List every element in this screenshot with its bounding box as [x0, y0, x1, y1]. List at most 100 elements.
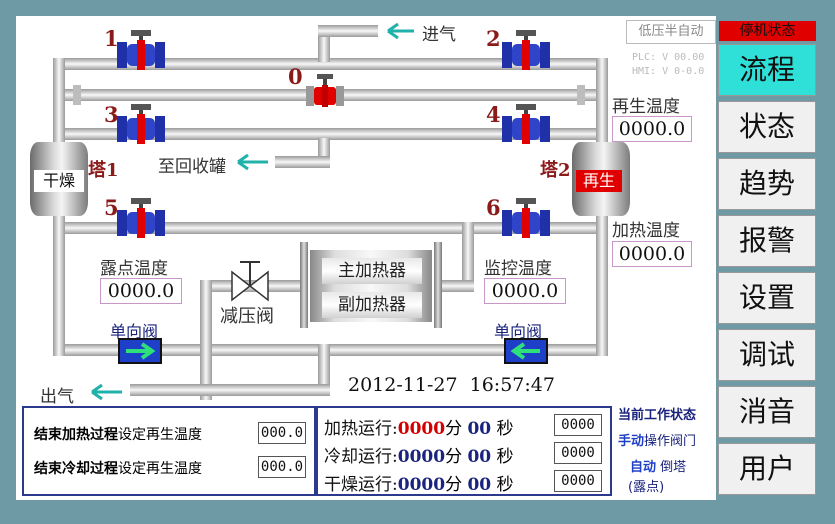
valve-3[interactable]: [117, 104, 165, 144]
mode-indicator: 低压半自动: [626, 20, 716, 44]
heater-flange-right: [434, 242, 442, 328]
main-heater: 主加热器: [322, 258, 422, 284]
valve-number-4: 4: [486, 102, 501, 127]
left-arrow-icon: [510, 342, 540, 360]
right-arrow-icon: [126, 342, 156, 360]
timer-minutes: 0000: [397, 419, 446, 439]
heat-end-title: 结束加热过程: [34, 427, 118, 443]
timer-label: 加热运行:: [324, 419, 398, 439]
flange-right: [577, 85, 585, 105]
dew-temp-label: 露点温度: [100, 259, 168, 279]
timer-sec-unit: 秒: [496, 447, 514, 467]
timer-sec-unit: 秒: [496, 475, 514, 495]
timer-minutes: 0000: [397, 447, 446, 467]
heater-unit: 主加热器 副加热器: [300, 242, 444, 328]
timer-min-unit: 分: [445, 419, 463, 439]
check-valve-left: [118, 338, 162, 364]
dew-temp-value: 0000.0: [100, 278, 182, 304]
nav-status[interactable]: 状态: [718, 101, 816, 153]
tower1-label: 塔1: [88, 160, 119, 181]
timer-seconds: 00: [467, 475, 492, 495]
nav-flow[interactable]: 流程: [718, 44, 816, 96]
auto-text: 倒塔: [660, 460, 687, 475]
tower2-label: 塔2: [540, 160, 571, 181]
regen-temp-value: 0000.0: [612, 116, 692, 142]
nav-alarm[interactable]: 报警: [718, 215, 816, 267]
valve-icon: [502, 104, 550, 144]
tower2-state: 再生: [576, 170, 622, 192]
datetime: 2012-11-27 16:57:47: [348, 374, 555, 396]
valve-5[interactable]: [117, 198, 165, 238]
pipe-top: [55, 58, 605, 70]
valve-icon: [502, 30, 550, 70]
pipe-heater-out: [440, 280, 474, 292]
timer-box[interactable]: 0000: [554, 442, 602, 464]
inlet-label: 进气: [422, 25, 456, 45]
heat-end-row: 结束加热过程设定再生温度: [34, 424, 202, 444]
valve-2[interactable]: [502, 30, 550, 70]
timer-row: 冷却运行:0000分 00 秒: [324, 442, 514, 467]
heat-end-value[interactable]: 000.0: [258, 422, 306, 444]
pipe-outlet-v: [318, 344, 330, 396]
monitor-temp-label: 监控温度: [484, 259, 552, 279]
heat-temp-label: 加热温度: [612, 221, 680, 241]
tower1-tank: 干燥: [30, 142, 88, 216]
heat-end-text: 设定再生温度: [118, 427, 202, 443]
recovery-arrow-icon: [237, 153, 268, 171]
timer-box[interactable]: 0000: [554, 414, 602, 436]
aux-heater: 副加热器: [322, 292, 422, 318]
plc-version: PLC: V 00.00: [632, 52, 705, 63]
valve-number-3: 3: [104, 102, 119, 127]
settings-box: 结束加热过程设定再生温度 000.0 结束冷却过程设定再生温度 000.0: [22, 406, 316, 496]
manual-row: 手动操作阀门: [618, 430, 696, 449]
valve-6[interactable]: [502, 198, 550, 238]
valve-icon: [306, 74, 344, 107]
valve-number-2: 2: [486, 26, 501, 51]
cool-end-text: 设定再生温度: [118, 461, 202, 477]
valve-number-6: 6: [486, 195, 501, 220]
nav-mute[interactable]: 消音: [718, 386, 816, 438]
valve-number-5: 5: [104, 195, 119, 220]
work-state-title: 当前工作状态: [618, 408, 697, 423]
manual-label: 手动: [618, 434, 645, 449]
reducing-valve-label: 减压阀: [220, 306, 274, 327]
valve-number-0: 0: [288, 64, 303, 89]
valve-icon: [502, 198, 550, 238]
valve-icon: [117, 198, 165, 238]
timer-seconds: 00: [467, 419, 492, 439]
timer-box[interactable]: 0000: [554, 470, 602, 492]
auto-row: 自动 倒塔: [630, 456, 686, 475]
timer-row: 加热运行:0000分 00 秒: [324, 414, 514, 439]
timer-min-unit: 分: [445, 475, 463, 495]
valve-icon: [117, 104, 165, 144]
cool-end-row: 结束冷却过程设定再生温度: [34, 458, 202, 478]
pipe-row3: [55, 128, 605, 140]
reducing-valve-icon: [231, 261, 269, 302]
nav-user[interactable]: 用户: [718, 443, 816, 495]
pipe-heater-v: [462, 222, 474, 290]
inlet-arrow-icon: [387, 22, 414, 40]
nav-settings[interactable]: 设置: [718, 272, 816, 324]
monitor-temp-value: 0000.0: [484, 278, 566, 304]
pipe-inlet-h: [318, 25, 378, 37]
nav-trend[interactable]: 趋势: [718, 158, 816, 210]
flange-left: [73, 85, 81, 105]
check-valve-right-label: 单向阀: [494, 322, 543, 341]
valve-0[interactable]: [306, 74, 344, 108]
machine-state-badge: 停机状态: [719, 21, 816, 41]
cool-end-title: 结束冷却过程: [34, 461, 118, 477]
tower2-tank: 再生: [572, 142, 630, 216]
auto-label: 自动: [630, 460, 657, 475]
cool-end-value[interactable]: 000.0: [258, 456, 306, 478]
valve-4[interactable]: [502, 104, 550, 144]
timer-label: 干燥运行:: [324, 475, 398, 495]
valve-1[interactable]: [117, 30, 165, 70]
nav-debug[interactable]: 调试: [718, 329, 816, 381]
heat-temp-value: 0000.0: [612, 241, 692, 267]
dew-point-note: (露点): [628, 480, 665, 495]
timer-label: 冷却运行:: [324, 447, 398, 467]
pipe-reducer-v: [200, 280, 212, 400]
